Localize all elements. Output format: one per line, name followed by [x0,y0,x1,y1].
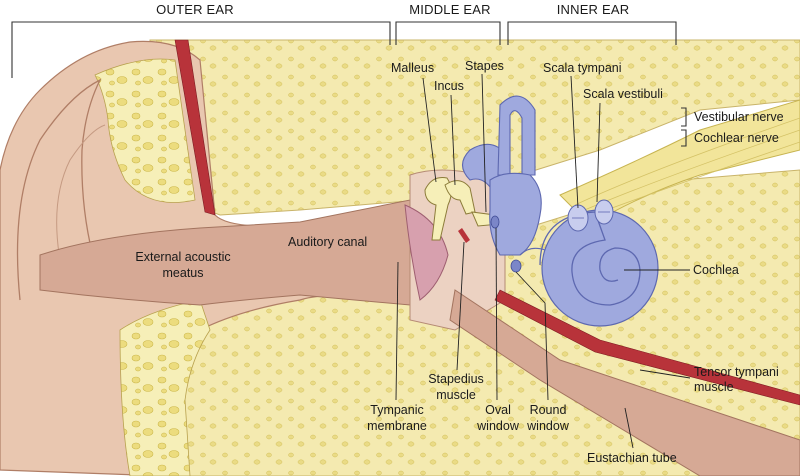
outer-ear-bracket [11,21,391,78]
vestibulocochlear-nerve [559,99,800,226]
middle-ear-bracket [395,21,501,45]
label-stapedius-1: Stapedius [428,372,484,386]
leader-stapes [481,73,487,213]
leader-incus [450,94,456,186]
oval-window [490,215,500,229]
round-window [510,259,522,273]
auricular-muscle [174,39,216,216]
cochlear-nerve-bracket [681,129,687,147]
section-inner-ear: INNER EAR [557,2,630,17]
label-stapedius-2: muscle [436,388,476,402]
tympanic-membrane [404,204,449,301]
pinna-cartilage [94,58,196,203]
label-tympanic-1: Tympanic [370,403,424,417]
label-stapes: Stapes [465,59,504,73]
label-scala-tympani: Scala tympani [543,61,622,75]
leader-tympanic [395,261,399,401]
tensor-tympani [494,289,800,406]
inner-ear-bracket [507,21,677,45]
leader-oval [495,227,498,401]
leader-stapedius [456,241,465,371]
leader-scala-vestibuli [596,102,601,203]
label-auditory-canal: Auditory canal [288,235,367,249]
label-round-1: Round [530,403,567,417]
label-vestibular-nerve: Vestibular nerve [694,110,784,124]
middle-ear-cavity [409,169,506,331]
eustachian-tube [449,289,800,476]
stapedius-muscle [458,228,470,243]
vestibular-nerve-bracket [681,107,687,127]
leader-malleus [422,77,437,183]
label-tensor-1: Tensor tympani [694,365,779,379]
cochlea-spiral [519,199,659,327]
external-canal [39,199,421,306]
label-incus: Incus [434,79,464,93]
section-middle-ear: MIDDLE EAR [409,2,490,17]
label-tensor-2: muscle [694,380,734,394]
label-external-meatus-2: meatus [163,266,204,280]
label-scala-vestibuli: Scala vestibuli [583,87,663,101]
label-external-meatus-1: External acoustic [135,250,230,264]
label-tympanic-2: membrane [367,419,427,433]
lobule-cartilage [119,299,211,476]
label-eustachian: Eustachian tube [587,451,677,465]
label-round-2: window [526,419,570,433]
label-oval-2: window [476,419,520,433]
leader-scala-tympani [570,75,579,209]
leader-eustachian [624,407,634,449]
section-outer-ear: OUTER EAR [156,2,234,17]
label-oval-1: Oval [485,403,511,417]
antihelix-fold [56,124,106,261]
leader-round [515,271,549,401]
helix-fold [16,78,102,301]
label-cochlear-nerve: Cochlear nerve [694,131,779,145]
leader-tensor [639,369,691,379]
label-malleus: Malleus [391,61,434,75]
label-cochlea: Cochlea [693,263,739,277]
